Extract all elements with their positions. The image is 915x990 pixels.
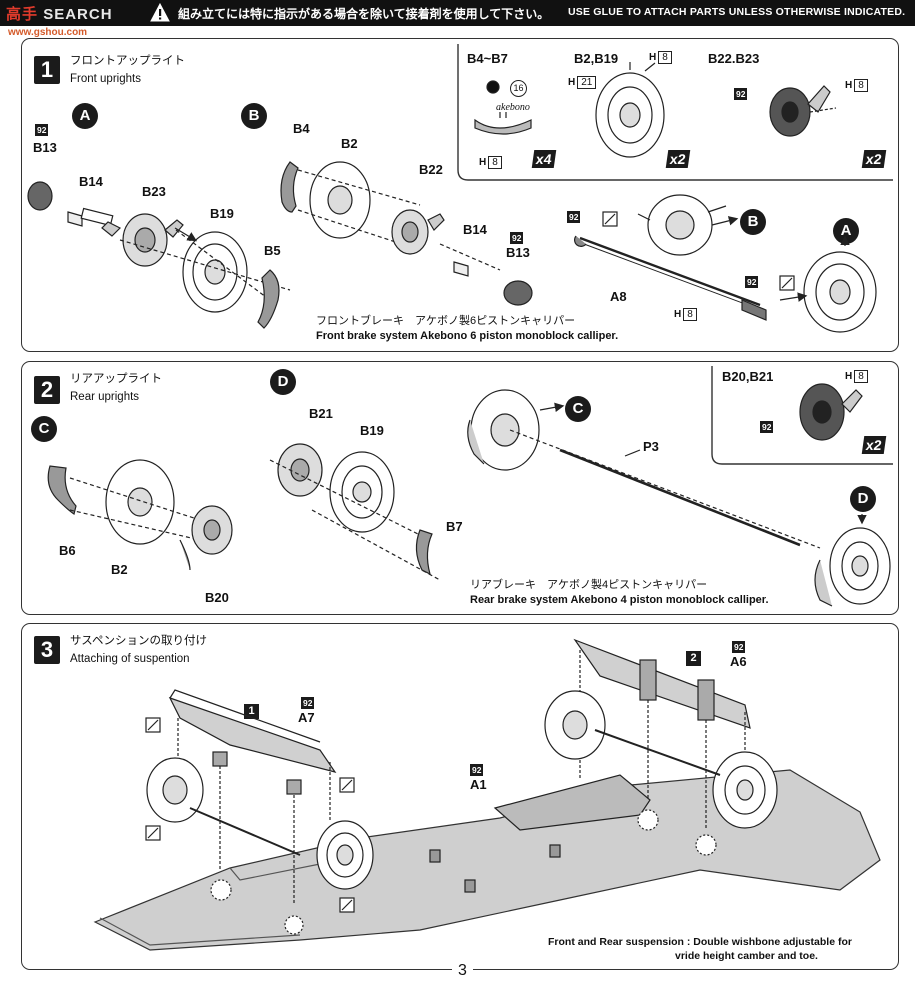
b6-caliper-part <box>47 465 77 515</box>
warning-icon <box>150 2 170 22</box>
part-label-b21: B21 <box>309 406 333 421</box>
part-label-b22: B22 <box>419 162 443 177</box>
inset-b4-b7-title: B4~B7 <box>467 51 508 66</box>
part-label-b23: B23 <box>142 184 166 199</box>
part-label-a8: A8 <box>610 289 627 304</box>
glue-badge: 92 <box>470 764 484 776</box>
glue-badge: 92 <box>734 88 748 100</box>
step3-number: 3 <box>34 636 60 664</box>
step2-number: 2 <box>34 376 60 404</box>
part-label-b4: B4 <box>293 121 310 136</box>
step-marker-1: 1 <box>244 704 259 719</box>
glue-warning-jp: 組み立てには特に指示がある場合を除いて接着剤を使用して下さい。 <box>178 7 550 21</box>
glue-badge: 92 <box>301 697 315 709</box>
suspension-note: Front and Rear suspension : Double wishb… <box>548 936 852 962</box>
step1-caption: フロントブレーキ アケボノ製6ピストンキャリパー Front brake sys… <box>316 315 619 342</box>
part-label-p3: P3 <box>643 439 659 454</box>
b14-pin-part <box>67 211 83 227</box>
b14-pin-part-b <box>453 261 469 277</box>
part-label-b20: B20 <box>205 590 229 605</box>
a1-chassis-part <box>93 769 881 951</box>
callout-circle-d-target: D <box>850 486 876 512</box>
glue-warning-en: USE GLUE TO ATTACH PARTS UNLESS OTHERWIS… <box>568 6 906 18</box>
part-label-b19: B19 <box>210 206 234 221</box>
glue-badge: 92 <box>732 641 746 653</box>
page-number: 3 <box>452 962 473 980</box>
step2-title: リアアップライト Rear uprights <box>70 373 162 403</box>
step2-caption: リアブレーキ アケボノ製4ピストンキャリパー Rear brake system… <box>470 579 769 606</box>
callout-circle-b-target: B <box>740 209 766 235</box>
step-marker-2: 2 <box>686 651 701 666</box>
part-label-a1: A1 <box>470 777 487 792</box>
step3-title: サスペンションの取り付け Attaching of suspention <box>70 635 207 665</box>
part-label-a6: A6 <box>730 654 747 669</box>
part-label-b14: B14 <box>79 174 103 189</box>
part-label-b2: B2 <box>341 136 358 151</box>
part-label-b19-rear: B19 <box>360 423 384 438</box>
part-label-a7: A7 <box>298 710 315 725</box>
b5-caliper-part <box>257 269 280 329</box>
p3-axle-part <box>559 448 801 547</box>
a8-link-part <box>579 236 761 307</box>
callout-circle-a: A <box>72 103 98 129</box>
b4-caliper-part <box>280 161 299 213</box>
part-label-b13: B13 <box>33 140 57 155</box>
part-label-b14-b: B14 <box>463 222 487 237</box>
glue-badge: 92 <box>567 211 581 223</box>
part-label-b6: B6 <box>59 543 76 558</box>
glue-badge: 92 <box>35 124 49 136</box>
callout-circle-c: C <box>31 416 57 442</box>
marker-16: 16 <box>510 80 527 97</box>
glue-badge: 92 <box>745 276 759 288</box>
a7-wishbone-part <box>168 696 337 773</box>
step1-number: 1 <box>34 56 60 84</box>
watermark-url: www.gshou.com <box>8 27 88 38</box>
part-label-b13-b: B13 <box>506 245 530 260</box>
b7-caliper-part <box>415 529 433 576</box>
inset-b22-b23-title: B22.B23 <box>708 51 760 66</box>
header-bar: 高手 SEARCH 組み立てには特に指示がある場合を除いて接着剤を使用して下さい… <box>0 0 915 26</box>
inset-b2-b19-title: B2,B19 <box>574 51 619 66</box>
part-label-b5: B5 <box>264 243 281 258</box>
part-label-b7: B7 <box>446 519 463 534</box>
step1-title: フロントアップライト Front uprights <box>70 55 185 85</box>
callout-circle-c-target: C <box>565 396 591 422</box>
glue-badge: 92 <box>510 232 524 244</box>
b4-inset-part <box>474 118 532 135</box>
callout-circle-d: D <box>270 369 296 395</box>
screw-icon <box>145 211 795 913</box>
b13-cap-part <box>27 181 53 211</box>
watermark-logo: 高手 SEARCH <box>6 6 113 23</box>
b13-cap-part-b <box>503 280 533 306</box>
akebono-brand-text: akebono <box>496 102 530 113</box>
part-label-b2-rear: B2 <box>111 562 128 577</box>
callout-circle-b: B <box>241 103 267 129</box>
step1-panel <box>21 38 899 352</box>
glue-badge: 92 <box>760 421 774 433</box>
inset-b20-b21-title: B20,B21 <box>722 369 774 384</box>
